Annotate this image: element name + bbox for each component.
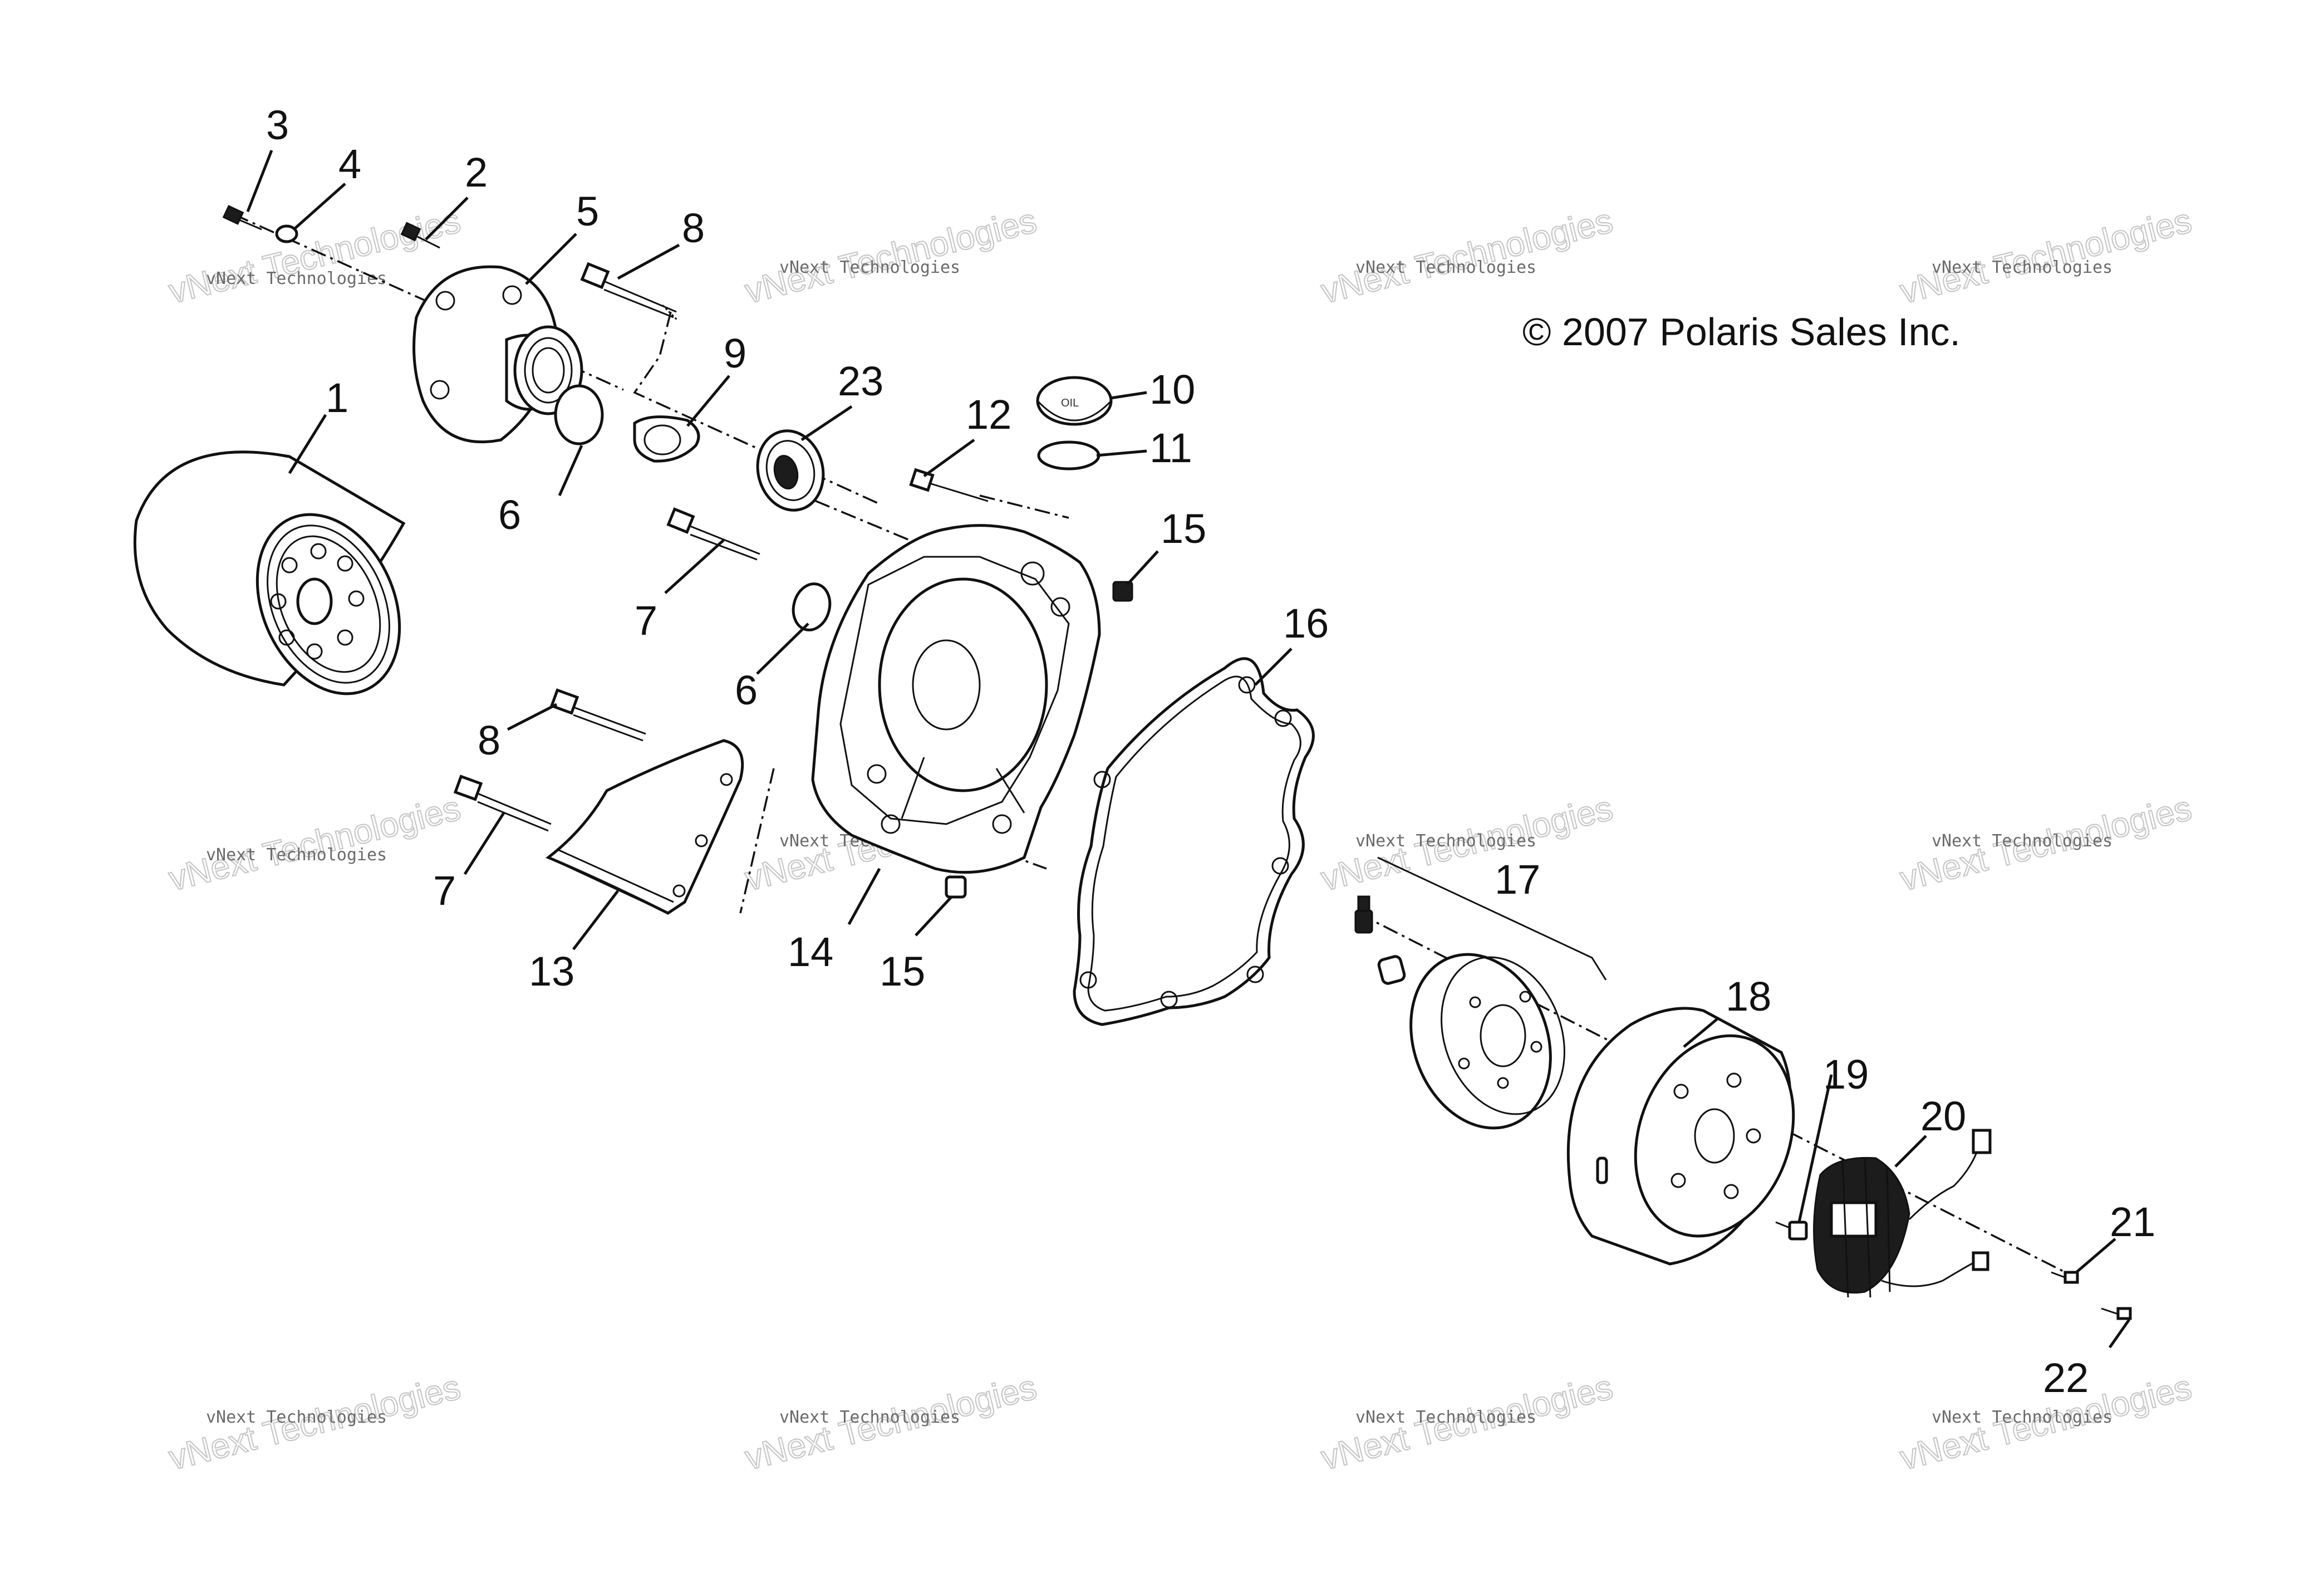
seal-23 bbox=[756, 429, 825, 512]
watermark: vNext Technologies bbox=[1317, 201, 1617, 312]
callout-15-lower: 15 bbox=[880, 948, 925, 994]
callout-9: 9 bbox=[724, 330, 746, 376]
o-ring-11 bbox=[1037, 440, 1100, 471]
watermark-text: vNext Technologies bbox=[779, 258, 960, 277]
callout-11: 11 bbox=[1149, 425, 1192, 471]
callout-1: 1 bbox=[326, 375, 348, 421]
callout-3: 3 bbox=[266, 102, 289, 148]
bolt-19 bbox=[1775, 1221, 1808, 1241]
oil-filter bbox=[133, 450, 406, 695]
filter-mount-flange bbox=[412, 265, 583, 444]
callout-13: 13 bbox=[529, 948, 574, 994]
watermark: vNext Technologies bbox=[1896, 201, 2196, 312]
watermark-outline-text: vNext Technologies bbox=[165, 202, 464, 311]
bolt-3 bbox=[222, 205, 262, 231]
bolt-8-upper bbox=[580, 262, 679, 322]
screw-22 bbox=[2101, 1307, 2132, 1320]
cap-10: OIL bbox=[1036, 376, 1113, 426]
washer-4 bbox=[275, 224, 298, 243]
watermark: vNext Technologies bbox=[165, 788, 465, 899]
callout-19: 19 bbox=[1823, 1051, 1869, 1097]
callout-16: 16 bbox=[1283, 600, 1329, 646]
assembly-line-13 bbox=[739, 768, 775, 914]
callout-4: 4 bbox=[338, 141, 361, 187]
skid-guard-13 bbox=[546, 739, 744, 915]
assembly-line-bolt-8 bbox=[633, 311, 880, 505]
watermark-text: vNext Technologies bbox=[206, 269, 387, 288]
starter-clutch-17 bbox=[1354, 895, 1565, 1130]
callout-2: 2 bbox=[465, 149, 488, 195]
callout-8-lower: 8 bbox=[478, 717, 500, 763]
callout-17: 17 bbox=[1495, 856, 1540, 903]
callout-15: 15 bbox=[1161, 506, 1206, 552]
watermark-text: vNext Technologies bbox=[206, 845, 387, 865]
callout-7: 7 bbox=[635, 597, 657, 644]
watermark-text: vNext Technologies bbox=[206, 1408, 387, 1427]
callout-6: 6 bbox=[498, 492, 521, 538]
watermark-text: vNext Technologies bbox=[1932, 1408, 2112, 1427]
callout-5: 5 bbox=[576, 188, 599, 234]
watermark-outline-text: vNext Technologies bbox=[1896, 202, 2195, 311]
callout-10: 10 bbox=[1149, 366, 1195, 413]
watermark: vNext Technologies bbox=[165, 201, 465, 312]
callout-7-lower: 7 bbox=[433, 868, 456, 914]
cover-gasket-16 bbox=[1073, 657, 1315, 1026]
watermark-text: vNext Technologies bbox=[1355, 1408, 1536, 1427]
svg-text:OIL: OIL bbox=[1061, 397, 1079, 409]
watermark-outline-text: vNext Technologies bbox=[165, 789, 464, 899]
dowel-15-lower bbox=[945, 875, 967, 899]
callout-6-lower: 6 bbox=[735, 667, 758, 713]
callout-12: 12 bbox=[966, 391, 1011, 438]
watermark-outline-text: vNext Technologies bbox=[741, 202, 1040, 311]
leader-lines bbox=[246, 150, 2131, 1349]
callout-23: 23 bbox=[838, 358, 883, 404]
o-ring-6-upper bbox=[554, 384, 604, 445]
bolt-12 bbox=[909, 468, 989, 502]
watermark-text: vNext Technologies bbox=[779, 1408, 960, 1427]
callouts: 3 4 2 5 8 1 9 23 10 11 12 6 15 7 16 6 8 … bbox=[266, 102, 2155, 1401]
callout-bracket-17 bbox=[1377, 856, 1607, 981]
bolt-8-lower bbox=[549, 688, 646, 742]
callout-21: 21 bbox=[2110, 1199, 2155, 1245]
bolt-2 bbox=[400, 222, 440, 249]
watermark-outline-text: vNext Technologies bbox=[1318, 202, 1617, 311]
stator-20 bbox=[1813, 1129, 1992, 1298]
gasket-9 bbox=[633, 415, 700, 463]
o-ring-6-lower bbox=[792, 582, 832, 631]
flywheel-18 bbox=[1566, 1007, 1795, 1266]
callout-18: 18 bbox=[1726, 973, 1771, 1020]
assembly-line-12 bbox=[979, 494, 1069, 519]
bolt-7-lower bbox=[453, 775, 552, 832]
callout-14: 14 bbox=[788, 929, 833, 975]
crankcase-cover bbox=[811, 524, 1101, 874]
watermark: vNext Technologies bbox=[741, 201, 1041, 312]
watermark-text: vNext Technologies bbox=[1932, 258, 2112, 277]
callout-20: 20 bbox=[1920, 1093, 1966, 1139]
screw-21 bbox=[2051, 1271, 2079, 1284]
bolt-7-upper bbox=[666, 507, 760, 561]
watermark-text: vNext Technologies bbox=[1355, 258, 1536, 277]
dowel-15-upper bbox=[1112, 581, 1133, 602]
callout-22: 22 bbox=[2043, 1355, 2089, 1401]
callout-8: 8 bbox=[682, 205, 705, 251]
watermark-text: vNext Technologies bbox=[1932, 831, 2112, 851]
copyright-notice: © 2007 Polaris Sales Inc. bbox=[1522, 310, 1961, 354]
watermark-text: vNext Technologies bbox=[1355, 831, 1536, 851]
